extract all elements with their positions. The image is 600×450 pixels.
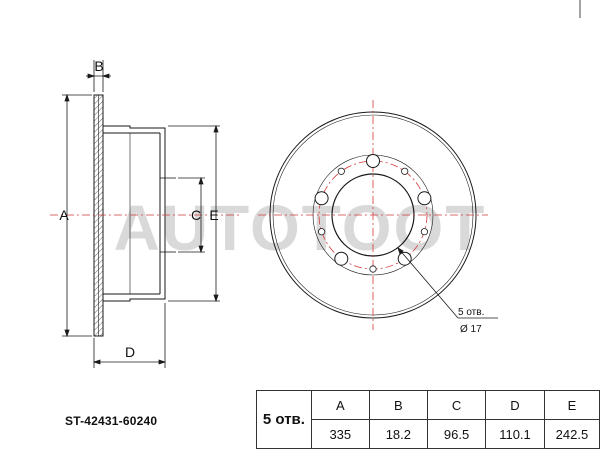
spec-table: 5 отв. A B C D E 335 18.2 96.5 110.1 242… (256, 390, 600, 449)
hole-count-label: 5 отв. (458, 307, 484, 318)
dimension-e (168, 124, 220, 303)
spec-hole-count: 5 отв. (256, 390, 312, 449)
brake-disc-drawing: AUTOTOOT A B (50, 0, 581, 368)
disc-side-section (93, 94, 176, 337)
dimension-d (92, 303, 167, 368)
dimension-d-label: D (125, 344, 135, 360)
spec-value-d: 110.1 (485, 419, 545, 449)
hole-callout-leader (397, 247, 498, 319)
dimension-a-label: A (59, 207, 69, 223)
dimension-c (178, 176, 205, 254)
spec-header-e: E (543, 390, 600, 420)
dimension-b-label: B (94, 58, 103, 74)
hole-diameter-label: Ø 17 (460, 324, 482, 335)
spec-header-d: D (485, 390, 545, 420)
spec-table-value-row: 335 18.2 96.5 110.1 242.5 (257, 419, 600, 449)
dimension-a (62, 93, 92, 338)
dimension-b (86, 60, 111, 92)
watermark-text: AUTOTOOT (114, 192, 487, 264)
spec-header-a: A (310, 390, 370, 420)
spec-header-b: B (368, 390, 428, 420)
bolt-holes (314, 154, 432, 266)
spec-value-b: 18.2 (368, 419, 428, 449)
spec-header-c: C (426, 390, 487, 420)
dimension-c-label: C (191, 207, 201, 223)
spec-value-a: 335 (310, 419, 370, 449)
front-center-lines (258, 100, 488, 330)
spec-value-e: 242.5 (543, 419, 600, 449)
part-number: ST-42431-60240 (65, 414, 158, 428)
spec-table-header-row: 5 отв. A B C D E (256, 390, 600, 449)
spec-value-c: 96.5 (426, 419, 487, 449)
dimension-e-label: E (209, 207, 218, 223)
auxiliary-holes (317, 167, 428, 273)
